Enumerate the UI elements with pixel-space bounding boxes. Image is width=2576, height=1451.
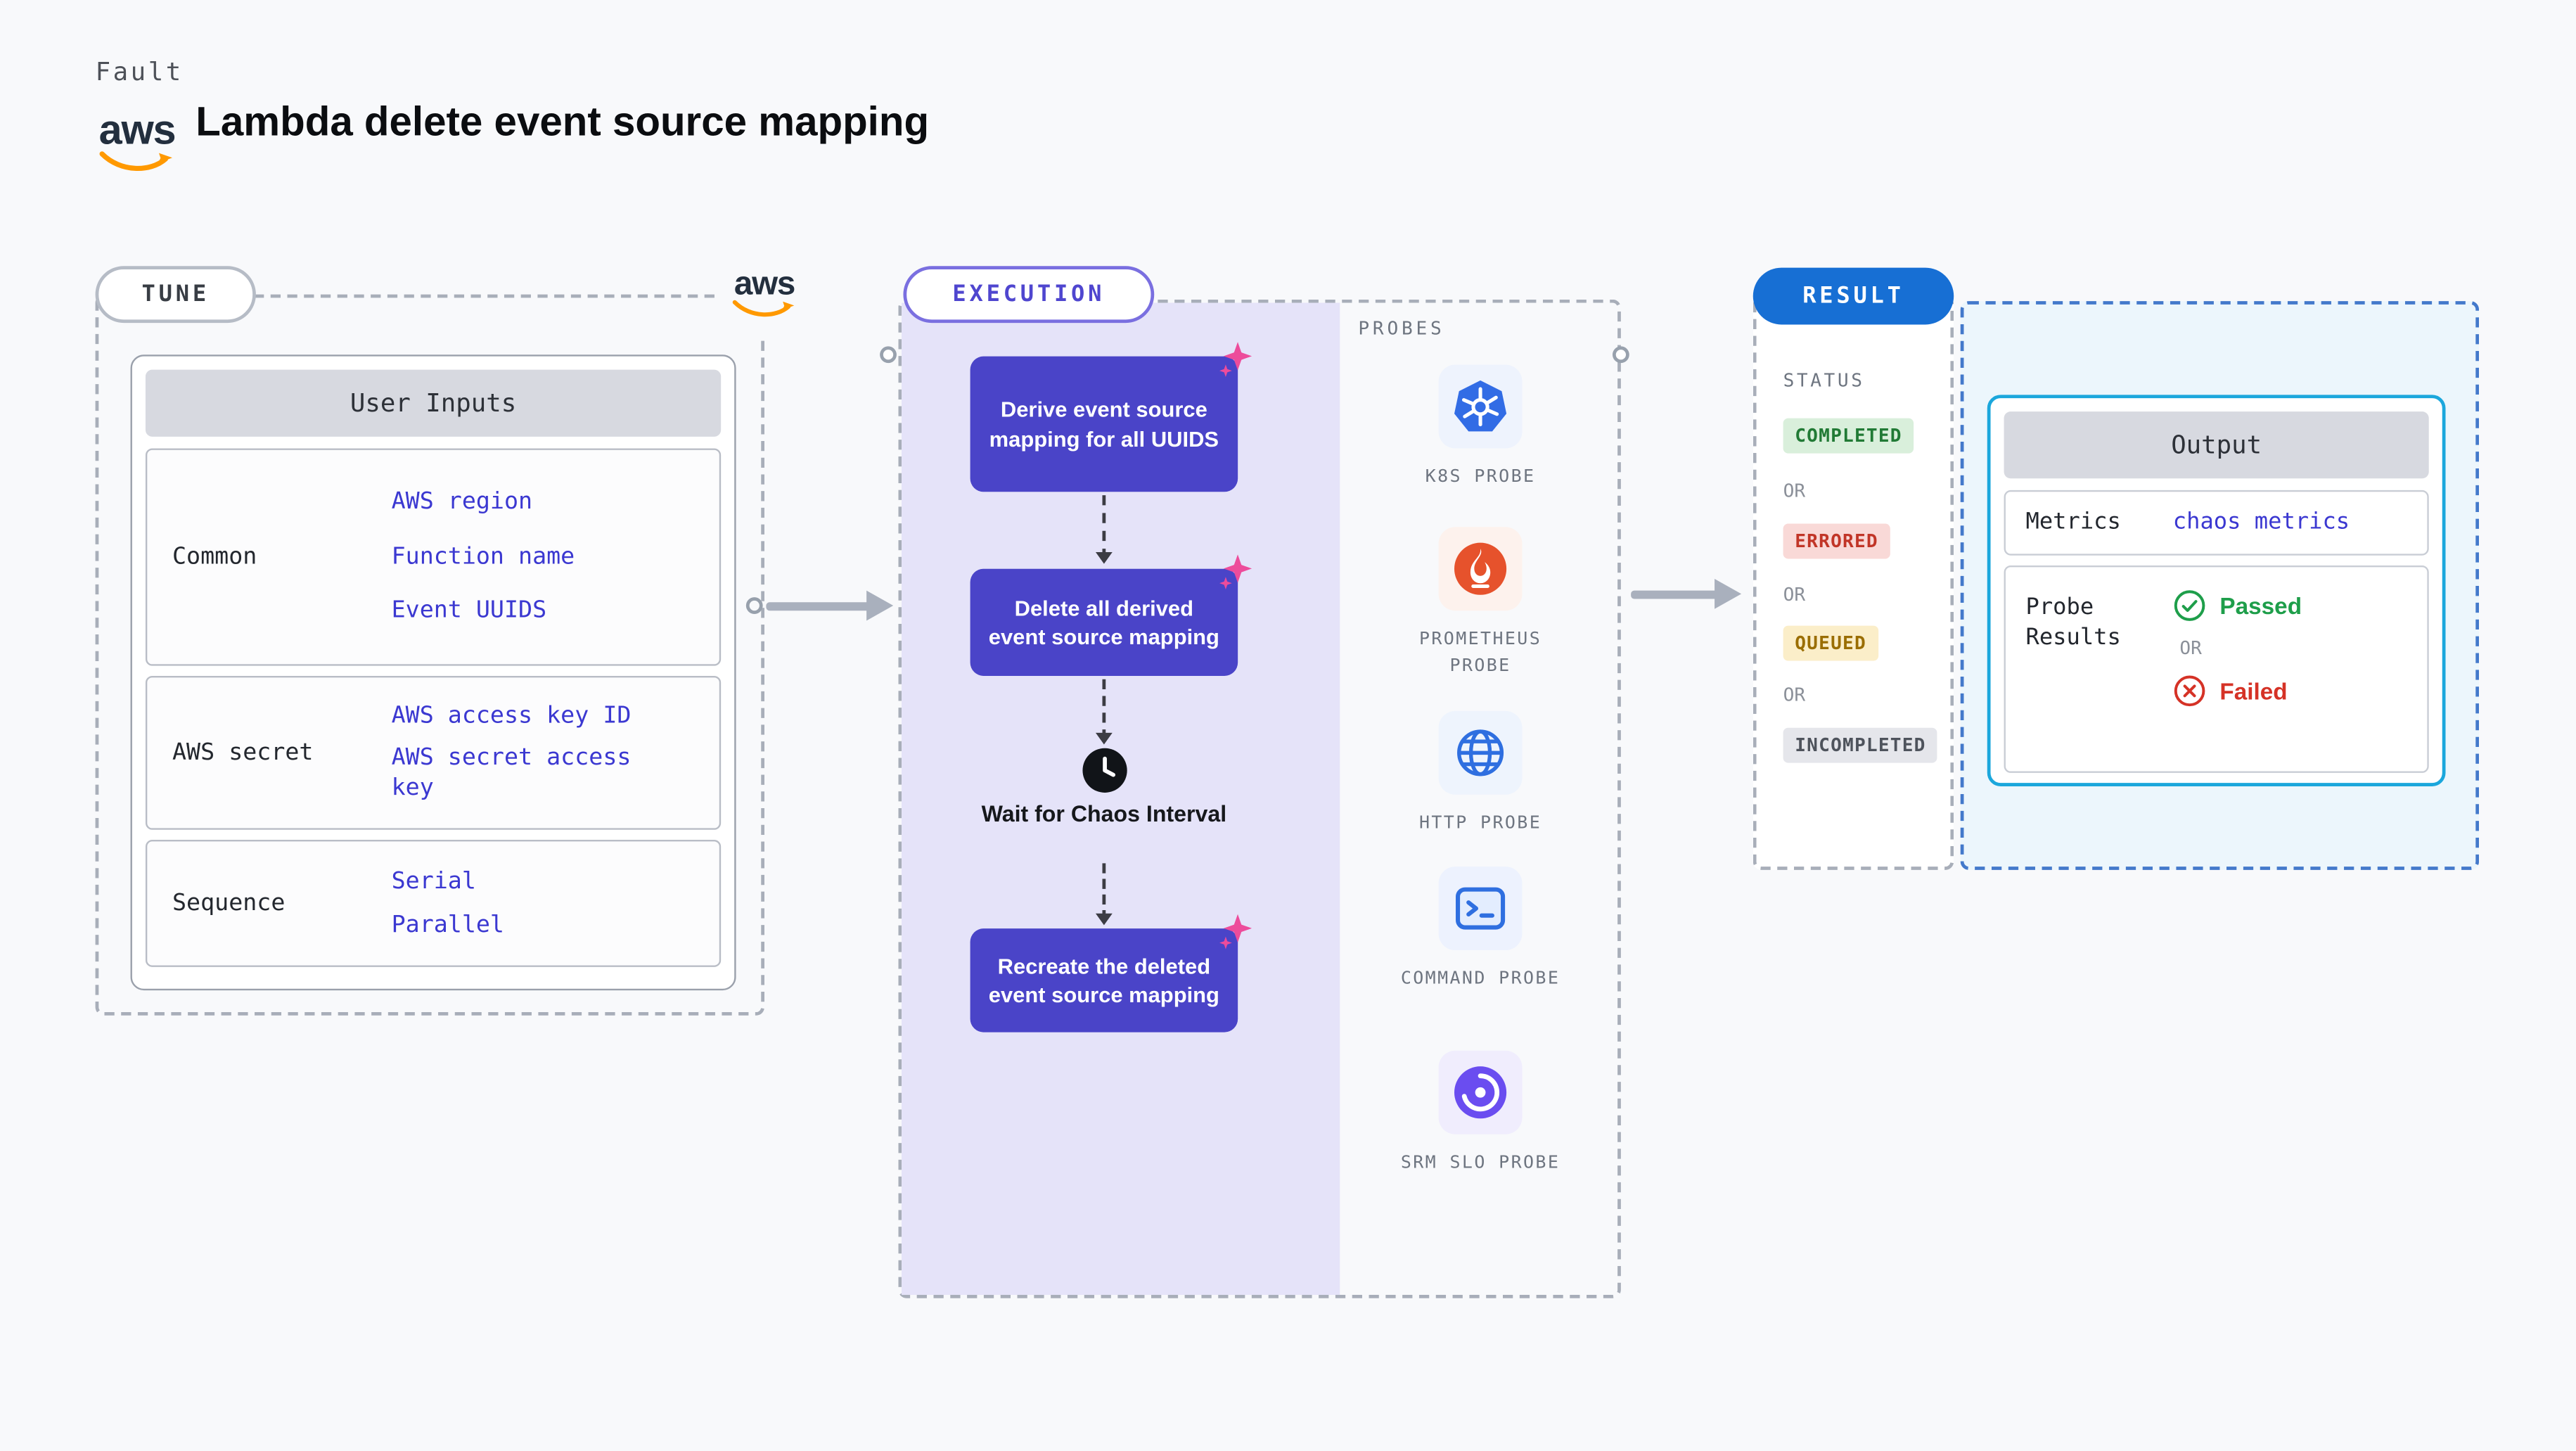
page-title: Lambda delete event source mapping — [196, 100, 930, 146]
input-link[interactable]: AWS region — [391, 489, 533, 516]
step-label: Derive event source mapping for all UUID… — [989, 397, 1219, 452]
x-circle-icon — [2174, 675, 2205, 707]
status-title: STATUS — [1783, 369, 1865, 392]
connector-dot — [745, 597, 763, 614]
metrics-row: Metrics chaos metrics — [2004, 490, 2429, 556]
check-circle-icon — [2174, 590, 2205, 621]
or-label: OR — [1783, 480, 1806, 502]
fault-label: Fault — [95, 56, 184, 87]
probe-label: HTTP PROBE — [1418, 812, 1542, 833]
flow-connector — [1095, 863, 1113, 926]
or-label: OR — [1783, 584, 1806, 606]
wait-chaos-interval-label: Wait for Chaos Interval — [981, 801, 1227, 827]
srm-slo-icon — [1438, 1050, 1523, 1134]
output-card: Output Metrics chaos metrics Probe Resul… — [1987, 395, 2446, 786]
aws-logo-icon: aws — [92, 110, 182, 172]
aws-logo-text: aws — [733, 266, 796, 303]
input-row-label: AWS secret — [172, 739, 314, 767]
input-row-common: Common AWS region Function name Event UU… — [145, 448, 722, 666]
aws-smile-icon — [99, 151, 172, 172]
input-link[interactable]: Function name — [391, 543, 575, 570]
passed-label: Passed — [2219, 592, 2302, 620]
tune-panel — [95, 294, 765, 1016]
step-delete-mapping: Delete all derived event source mapping — [970, 554, 1252, 676]
probe-label: COMMAND PROBE — [1400, 969, 1561, 989]
probe-results-label: Probe Results — [2025, 594, 2121, 651]
step-label: Delete all derived event source mapping — [988, 595, 1219, 649]
input-link[interactable]: Parallel — [391, 911, 504, 938]
input-row-label: Common — [172, 544, 257, 571]
prometheus-icon — [1438, 527, 1523, 611]
failed-label: Failed — [2219, 677, 2288, 705]
status-badge-incompleted: INCOMPLETED — [1783, 727, 1938, 763]
probe-http: HTTP PROBE — [1388, 710, 1572, 837]
input-link[interactable]: Serial — [391, 868, 476, 896]
probe-srm-slo: SRM SLO PROBE — [1388, 1050, 1572, 1177]
input-row-label: Sequence — [172, 890, 286, 917]
spark-icon — [1219, 914, 1252, 950]
execution-pill: EXECUTION — [903, 266, 1155, 324]
output-header: Output — [2004, 411, 2429, 479]
probe-command: COMMAND PROBE — [1388, 867, 1572, 992]
kubernetes-icon — [1438, 364, 1523, 449]
user-inputs-card: User Inputs Common AWS region Function n… — [130, 354, 736, 991]
connector-port — [880, 346, 897, 364]
input-row-aws-secret: AWS secret AWS access key ID AWS secret … — [145, 675, 722, 830]
aws-logo-icon: aws — [719, 250, 810, 335]
aws-smile-icon — [732, 300, 795, 317]
metrics-label: Metrics — [2025, 508, 2121, 535]
input-link[interactable]: AWS access key ID — [391, 703, 632, 731]
or-label: OR — [2179, 637, 2202, 660]
step-derive-mapping: Derive event source mapping for all UUID… — [970, 342, 1252, 492]
spark-icon — [1219, 342, 1252, 377]
probe-label: SRM SLO PROBE — [1400, 1152, 1561, 1173]
status-badge-queued: QUEUED — [1783, 625, 1878, 661]
flow-arrow — [1631, 577, 1742, 611]
connector-port — [1612, 346, 1629, 364]
probe-results-row: Probe Results Passed OR Failed — [2004, 565, 2429, 773]
chaos-metrics-link[interactable]: chaos metrics — [2172, 508, 2350, 535]
probes-title: PROBES — [1358, 317, 1445, 340]
result-status-panel — [1752, 296, 1954, 870]
probe-k8s: K8S PROBE — [1388, 364, 1572, 491]
terminal-icon — [1438, 867, 1523, 951]
tune-pill: TUNE — [95, 266, 256, 324]
input-row-sequence: Sequence Serial Parallel — [145, 840, 722, 967]
input-link[interactable]: Event UUIDS — [391, 598, 547, 625]
flow-arrow — [745, 589, 906, 622]
aws-logo-text: aws — [98, 107, 177, 154]
failed-line: Failed — [2173, 675, 2302, 708]
status-badge-errored: ERRORED — [1783, 523, 1890, 559]
flow-connector — [1095, 679, 1113, 745]
spark-icon — [1219, 554, 1252, 590]
probe-label: K8S PROBE — [1425, 466, 1536, 487]
step-recreate-mapping: Recreate the deleted event source mappin… — [970, 914, 1252, 1033]
probe-prometheus: PROMETHEUS PROBE — [1388, 527, 1572, 680]
flow-connector — [1095, 495, 1113, 564]
clock-icon — [1082, 748, 1127, 793]
user-inputs-header: User Inputs — [145, 369, 722, 437]
input-link[interactable]: AWS secret access key — [391, 744, 632, 803]
passed-line: Passed — [2173, 589, 2302, 622]
step-label: Recreate the deleted event source mappin… — [988, 953, 1219, 1007]
status-badge-completed: COMPLETED — [1783, 418, 1914, 454]
globe-icon — [1438, 710, 1523, 795]
result-pill: RESULT — [1752, 267, 1954, 325]
probe-label: PROMETHEUS PROBE — [1418, 629, 1542, 677]
or-label: OR — [1783, 684, 1806, 706]
